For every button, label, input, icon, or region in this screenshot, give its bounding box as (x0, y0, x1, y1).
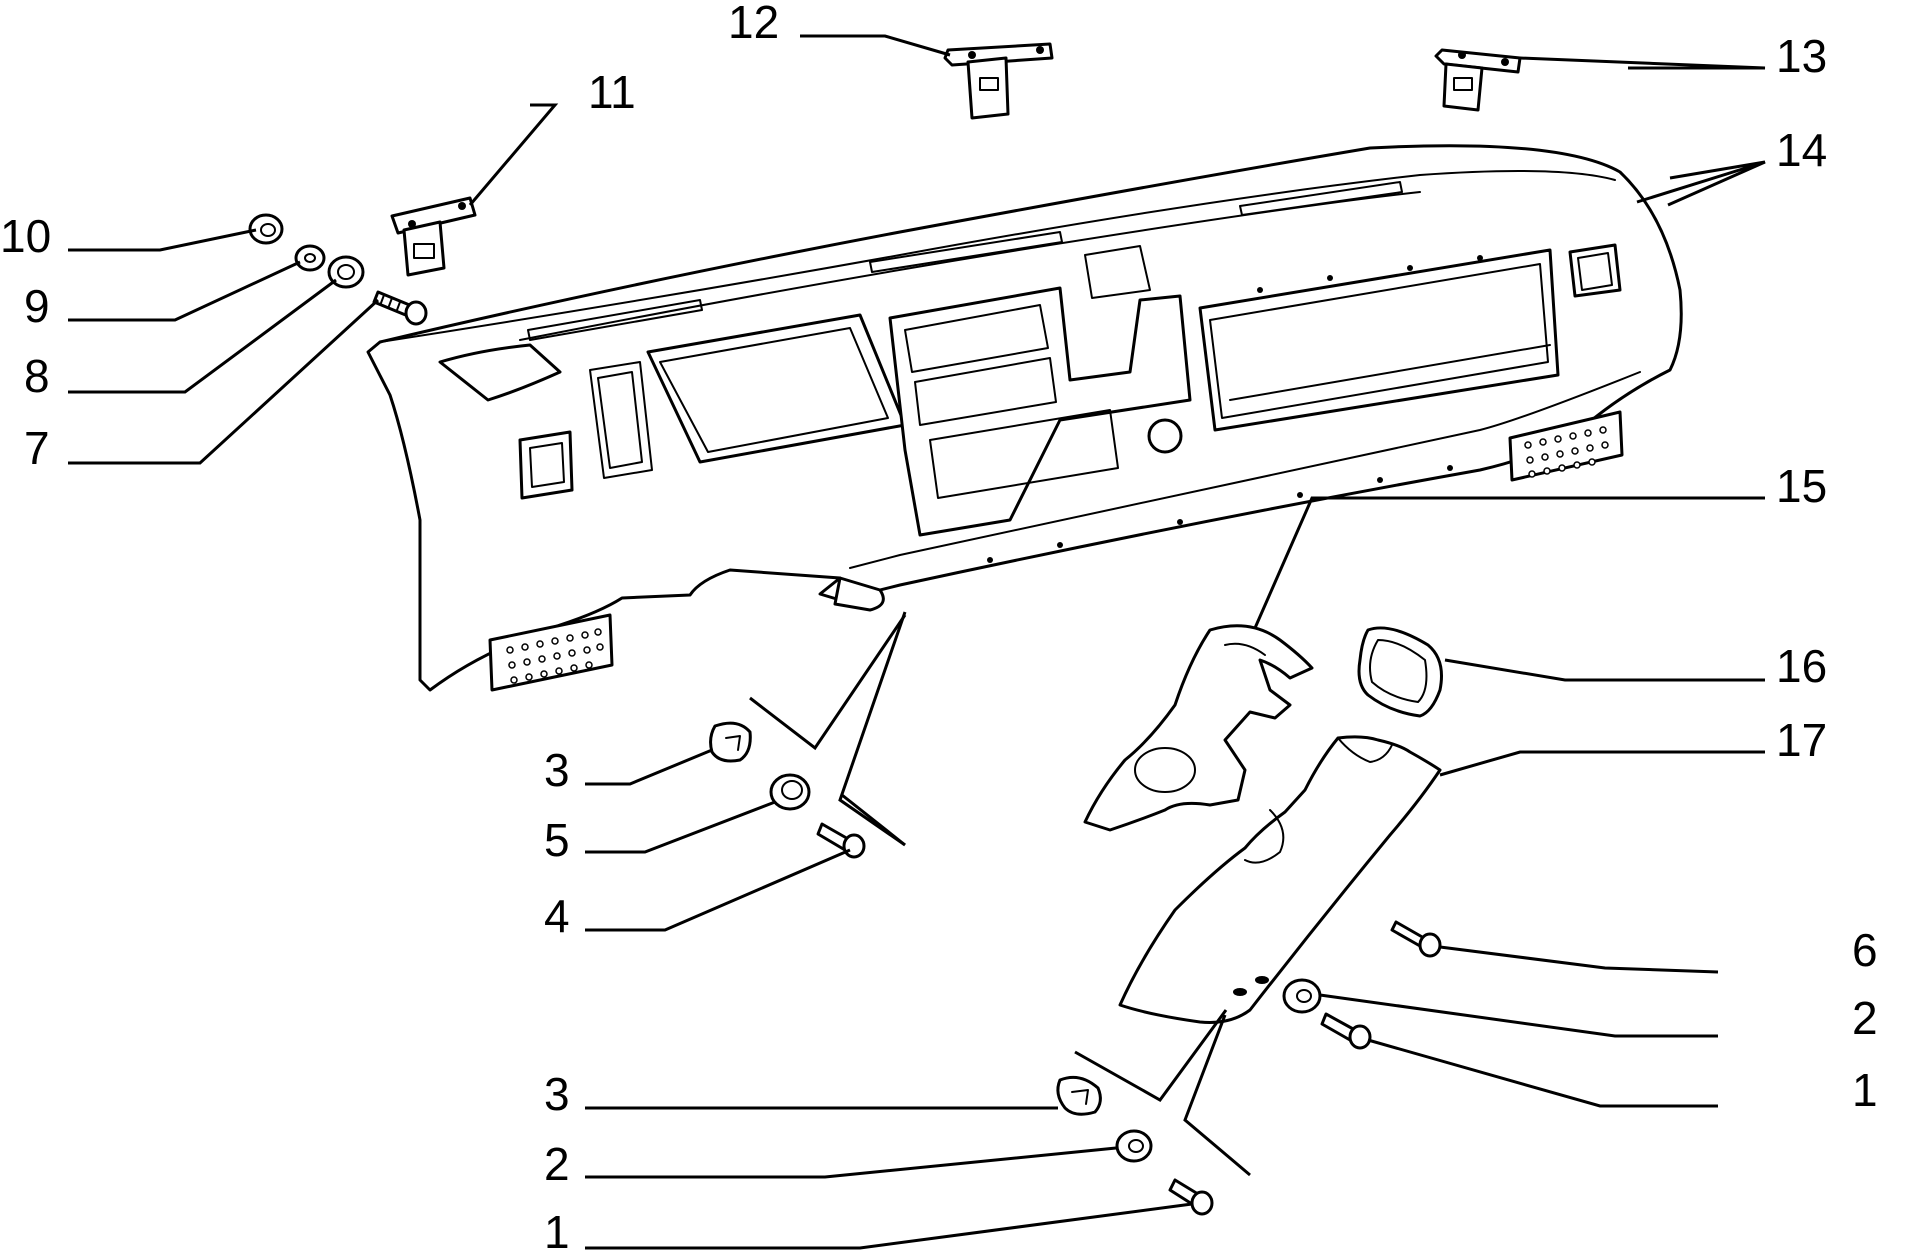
callout-4: 4 (544, 890, 570, 942)
callout-9: 9 (24, 280, 50, 332)
callout-16: 16 (1776, 640, 1827, 692)
callout-1-bottom: 1 (544, 1206, 570, 1252)
callout-5: 5 (544, 814, 570, 866)
assembly-guide-lines (749, 611, 1251, 1177)
washer-part-2-bottom (1115, 1129, 1153, 1163)
washer-part-2-right (1282, 978, 1322, 1014)
screw-part-6 (1390, 920, 1442, 958)
callout-2-right: 2 (1852, 992, 1878, 1044)
screw-part-7 (372, 290, 428, 326)
callout-3-middle: 3 (544, 744, 570, 796)
callout-15: 15 (1776, 460, 1827, 512)
left-speaker-grille (506, 628, 604, 684)
callout-2-bottom: 2 (544, 1138, 570, 1190)
callout-3-bottom: 3 (544, 1068, 570, 1120)
bracket-part-11 (390, 196, 477, 277)
screw-part-1-bottom (1168, 1178, 1214, 1216)
upper-column-cover-part-15 (1083, 624, 1314, 832)
callout-17: 17 (1776, 714, 1827, 766)
callout-13: 13 (1776, 30, 1827, 82)
washer-part-9 (294, 244, 326, 272)
cap-part-16 (1357, 626, 1443, 718)
clip-nut-part-8 (327, 255, 365, 289)
callout-11: 11 (588, 66, 636, 118)
right-speaker-grille (1524, 426, 1609, 478)
bracket-part-12 (943, 42, 1054, 120)
callout-10: 10 (0, 210, 51, 262)
callout-8: 8 (24, 350, 50, 402)
clip-part-3-upper (709, 721, 752, 763)
screw-part-4 (816, 822, 866, 859)
leader-lines (68, 34, 1766, 1250)
bracket-part-13 (1434, 48, 1522, 112)
callout-6: 6 (1852, 924, 1878, 976)
callout-7: 7 (24, 422, 50, 474)
nut-part-10 (248, 213, 284, 245)
grommet-part-5 (769, 773, 811, 811)
lower-column-cover-part-17 (1118, 735, 1442, 1024)
callout-12: 12 (728, 0, 779, 48)
dashboard-panel (366, 144, 1683, 692)
clip-part-3-lower (1056, 1075, 1102, 1116)
screw-part-1-right (1320, 1012, 1372, 1050)
callout-14: 14 (1776, 124, 1827, 176)
callout-1-right: 1 (1852, 1064, 1878, 1116)
